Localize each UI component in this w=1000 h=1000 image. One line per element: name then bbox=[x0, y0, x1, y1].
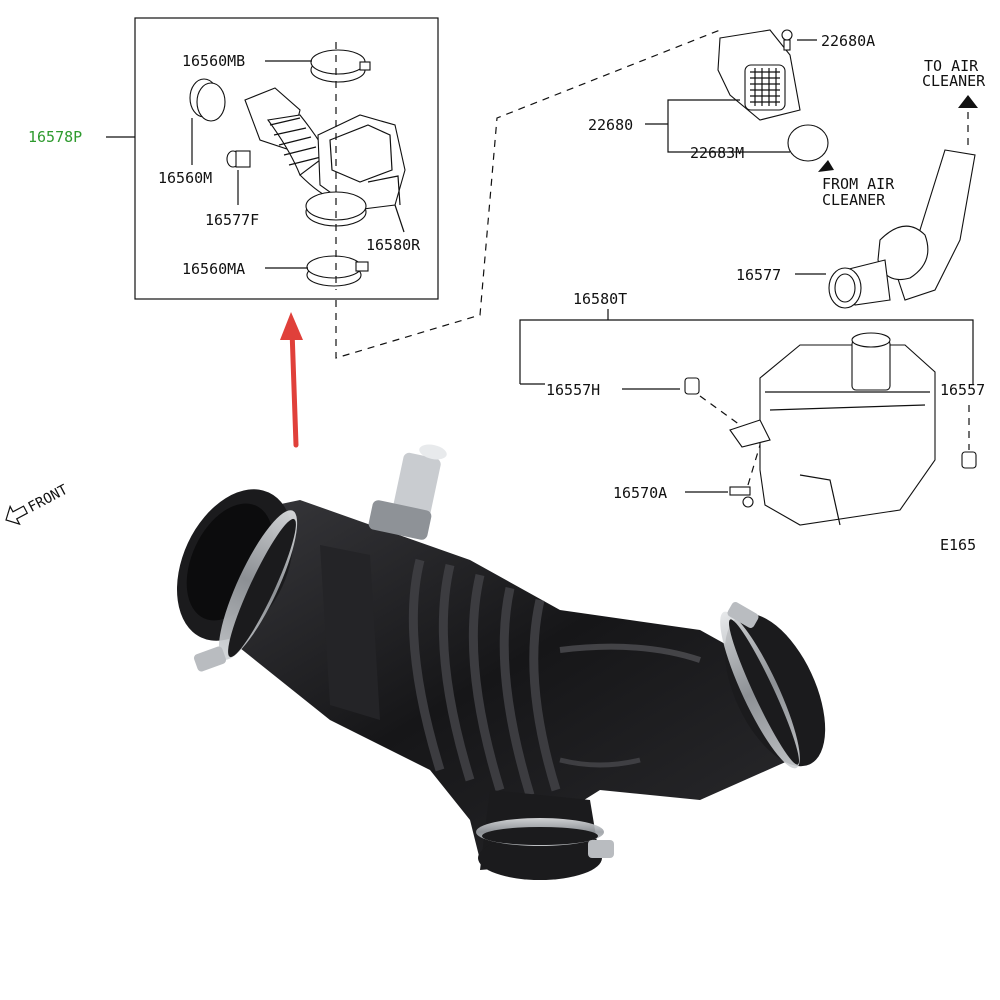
seal-label: 22683M bbox=[690, 144, 744, 162]
bypass-hose-label: 16577 bbox=[736, 266, 781, 284]
clamp-top-part bbox=[310, 49, 371, 83]
hose-fitting-label: 16577F bbox=[205, 211, 259, 229]
from-air-cleaner-line1: FROM AIR bbox=[822, 175, 895, 193]
tank-bolt-label: 16570A bbox=[613, 484, 667, 502]
grommet-right-label: 16557 bbox=[940, 381, 985, 399]
inset-to-sensor-dashline bbox=[335, 29, 721, 359]
resonator-label: 16580R bbox=[366, 236, 421, 254]
from-air-cleaner-line2: CLEANER bbox=[822, 191, 886, 209]
clamp-bottom-part bbox=[306, 255, 369, 287]
hose-fitting-part bbox=[226, 150, 251, 168]
tank-assembly-label: 16580T bbox=[573, 290, 627, 308]
tank-bolt-part bbox=[729, 486, 754, 508]
intake-hose-photo bbox=[176, 444, 826, 880]
grommet-left-dashline bbox=[699, 395, 741, 426]
to-air-cleaner-arrow bbox=[958, 95, 978, 108]
grommet-left-part bbox=[684, 377, 700, 395]
resonator-part bbox=[317, 114, 406, 211]
to-air-cleaner-line1: TO AIR bbox=[924, 57, 979, 75]
clamp-bottom-label: 16560MA bbox=[182, 260, 245, 278]
red-pointer-arrow bbox=[280, 312, 303, 448]
sensor-bolt-label: 22680A bbox=[821, 32, 875, 50]
clamp-left-part bbox=[189, 78, 226, 122]
sensor-label: 22680 bbox=[588, 116, 633, 134]
tank-bolt-dashline bbox=[747, 444, 761, 486]
grommet-left-label: 16557H bbox=[546, 381, 600, 399]
maf-sensor-part bbox=[717, 29, 801, 121]
front-direction-indicator: FRONT bbox=[5, 482, 71, 526]
highlight-part-label: 16578P bbox=[28, 128, 82, 146]
clamp-left-label: 16560M bbox=[158, 169, 212, 187]
resonator-leader bbox=[394, 204, 405, 233]
inset-frame bbox=[134, 17, 439, 300]
sensor-seal-part bbox=[787, 124, 829, 162]
outlet-ring bbox=[305, 191, 367, 227]
resonator-tank-part bbox=[729, 332, 936, 526]
grommet-right-part bbox=[961, 451, 977, 469]
clamp-top-label: 16560MB bbox=[182, 52, 245, 70]
figure-code: E165 bbox=[940, 536, 976, 554]
sensor-bolt-part bbox=[781, 29, 793, 51]
front-label: FRONT bbox=[26, 482, 71, 516]
from-air-cleaner-arrow bbox=[818, 160, 834, 172]
tank-bracket bbox=[519, 319, 974, 384]
bypass-hose-part bbox=[828, 149, 976, 309]
sensor-bracket bbox=[667, 99, 790, 153]
to-air-cleaner-line2: CLEANER bbox=[922, 72, 986, 90]
